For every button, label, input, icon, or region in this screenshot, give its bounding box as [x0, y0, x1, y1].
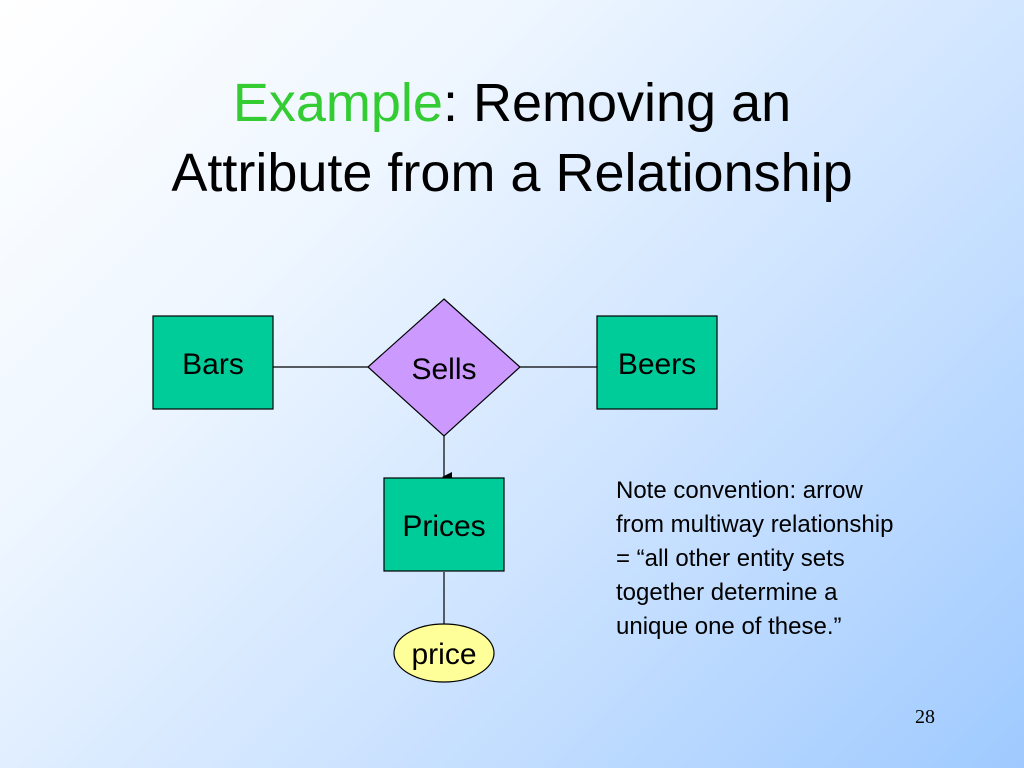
relationship-sells: Sells: [367, 298, 521, 437]
entity-bars: Bars: [152, 315, 274, 410]
title-line-1: Example: Removing an: [0, 68, 1024, 138]
note-line: together determine a: [616, 579, 838, 606]
entity-beers: Beers: [596, 315, 718, 410]
title-line-2: Attribute from a Relationship: [171, 143, 853, 203]
relationship-sells-label: Sells: [411, 353, 476, 386]
title-line-1-rest: : Removing an: [442, 73, 792, 133]
entity-prices: Prices: [383, 477, 505, 572]
entity-bars-label: Bars: [182, 348, 244, 381]
attribute-price-label: price: [411, 638, 476, 671]
page-number: 28: [915, 706, 935, 728]
entity-prices-label: Prices: [402, 510, 485, 543]
note-line: unique one of these.”: [616, 613, 842, 640]
note-line: Note convention: arrow: [616, 477, 863, 504]
note-line: = “all other entity sets: [616, 545, 845, 572]
title-accent: Example: [232, 73, 443, 133]
convention-note: Note convention: arrow from multiway rel…: [616, 474, 976, 644]
note-line: from multiway relationship: [616, 511, 894, 538]
attribute-price: price: [393, 623, 495, 683]
slide-title: Example: Removing an Attribute from a Re…: [0, 68, 1024, 208]
entity-beers-label: Beers: [618, 348, 696, 381]
